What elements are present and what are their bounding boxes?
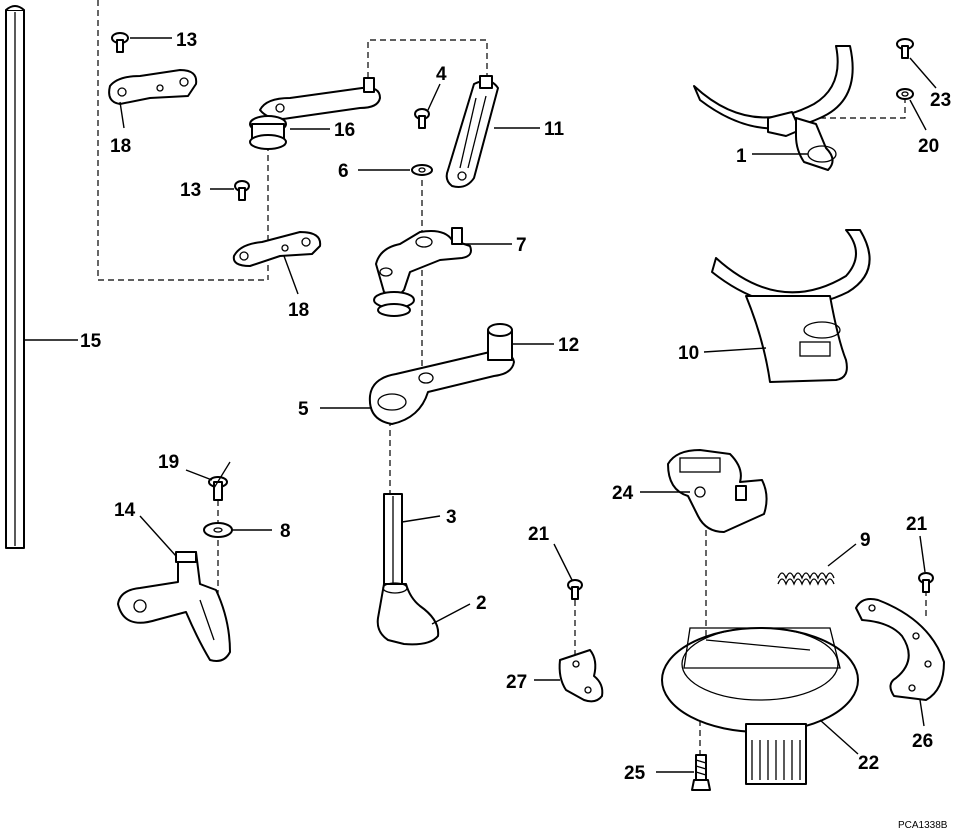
- callout-13-lower: 13: [180, 180, 201, 201]
- part-24-block: [667, 449, 768, 533]
- part-10-ring: [711, 229, 871, 383]
- figure-code: PCA1338B: [898, 820, 948, 831]
- part-4-screw: [414, 108, 430, 129]
- callout-10: 10: [678, 343, 699, 364]
- part-2-foot: [376, 582, 440, 646]
- part-16-lever: [249, 77, 381, 150]
- part-19-pin: [208, 461, 231, 501]
- callout-18-upper: 18: [110, 136, 131, 157]
- callout-25: 25: [624, 763, 646, 784]
- part-3-shaft: [383, 493, 403, 595]
- part-21-screw-left: [567, 579, 583, 600]
- callout-26: 26: [912, 731, 933, 752]
- part-21-screw-right: [918, 572, 934, 593]
- assembly-lines: [97, 0, 927, 755]
- part-6-washer: [411, 164, 433, 176]
- part-9-spring: [777, 572, 835, 586]
- part-13-screw-upper: [111, 32, 129, 53]
- part-27-bracket: [558, 649, 604, 703]
- callout-labels: 13 18 16 13 18 15 4 6 11 7 12 5 23 20 1 …: [80, 30, 951, 784]
- callout-21-left: 21: [528, 524, 550, 545]
- callout-16: 16: [334, 120, 355, 141]
- part-26-segment: [855, 598, 945, 701]
- callout-2: 2: [476, 593, 487, 614]
- part-5-12-arm: [368, 323, 515, 425]
- callout-8: 8: [280, 521, 291, 542]
- callout-5: 5: [298, 399, 309, 420]
- callout-19: 19: [158, 452, 179, 473]
- callout-3: 3: [446, 507, 457, 528]
- callout-20: 20: [918, 136, 939, 157]
- part-11-link: [445, 75, 499, 188]
- part-22-base-plate: [661, 627, 859, 785]
- part-25-bolt: [691, 754, 711, 791]
- callout-18-lower: 18: [288, 300, 309, 321]
- part-8-washer: [203, 522, 233, 538]
- callout-24: 24: [612, 483, 634, 504]
- part-15-rod: [5, 5, 25, 549]
- part-14-bracket: [117, 551, 231, 662]
- part-18-bracket-lower: [232, 231, 322, 267]
- callout-21-right: 21: [906, 514, 928, 535]
- callout-14: 14: [114, 500, 136, 521]
- callout-6: 6: [338, 161, 349, 182]
- callout-22: 22: [858, 753, 879, 774]
- callout-15: 15: [80, 331, 102, 352]
- part-20-washer: [896, 88, 914, 100]
- part-1-ring: [693, 45, 854, 171]
- callout-12: 12: [558, 335, 579, 356]
- part-18-bracket-upper: [108, 69, 198, 105]
- callout-13-upper: 13: [176, 30, 197, 51]
- part-23-screw: [896, 38, 914, 59]
- callout-27: 27: [506, 672, 527, 693]
- callout-4: 4: [436, 64, 447, 85]
- callout-11: 11: [544, 119, 565, 140]
- part-13-screw-lower: [234, 180, 250, 201]
- callout-7: 7: [516, 235, 527, 256]
- callout-1: 1: [736, 146, 747, 167]
- leader-lines: [24, 37, 937, 773]
- part-7-cam-lever: [373, 227, 472, 317]
- callout-23: 23: [930, 90, 951, 111]
- callout-9: 9: [860, 530, 871, 551]
